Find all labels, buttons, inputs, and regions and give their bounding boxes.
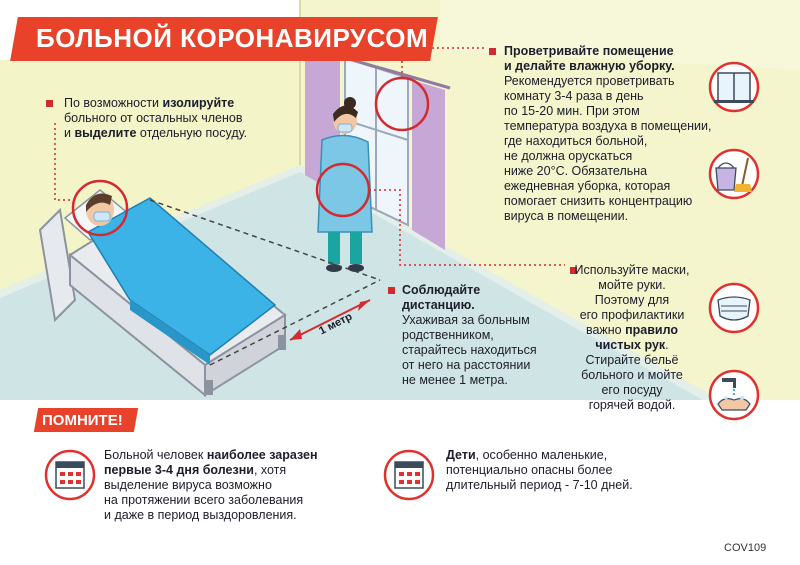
mask-icon xyxy=(708,282,760,334)
fact-contagious: Больной человек наиболее заразен первые … xyxy=(104,448,318,522)
left-wall xyxy=(0,60,300,290)
handwash-icon xyxy=(708,369,760,421)
page-title: БОЛЬНОЙ КОРОНАВИРУСОМ xyxy=(36,23,429,53)
fact-children: Дети, особенно маленькие, потенциально о… xyxy=(446,448,633,492)
calendar-icon-2 xyxy=(383,449,435,501)
code-label: COV109 xyxy=(724,542,767,554)
isolate-text: По возможности изолируйте больного от ос… xyxy=(64,96,248,140)
calendar-icon-1 xyxy=(44,449,96,501)
patient-callout xyxy=(71,179,129,237)
bullet-masks xyxy=(570,267,577,274)
caregiver xyxy=(317,97,373,272)
window-icon xyxy=(708,61,760,113)
bullet-ventilate xyxy=(489,48,496,55)
distance-marker xyxy=(149,199,381,366)
bullet-isolate xyxy=(46,100,53,107)
remember-label: ПОМНИТЕ! xyxy=(42,412,123,429)
masks-text: Используйте маски, мойте руки. Поэтому д… xyxy=(574,263,690,412)
blanket xyxy=(86,197,277,356)
bullet-distance xyxy=(388,287,395,294)
cleaning-icon xyxy=(708,148,760,200)
distance-text: Соблюдайте дистанцию. Ухаживая за больны… xyxy=(402,283,537,387)
wall-top xyxy=(440,0,800,70)
ventilate-text: Проветривайте помещение и делайте влажну… xyxy=(504,44,712,223)
